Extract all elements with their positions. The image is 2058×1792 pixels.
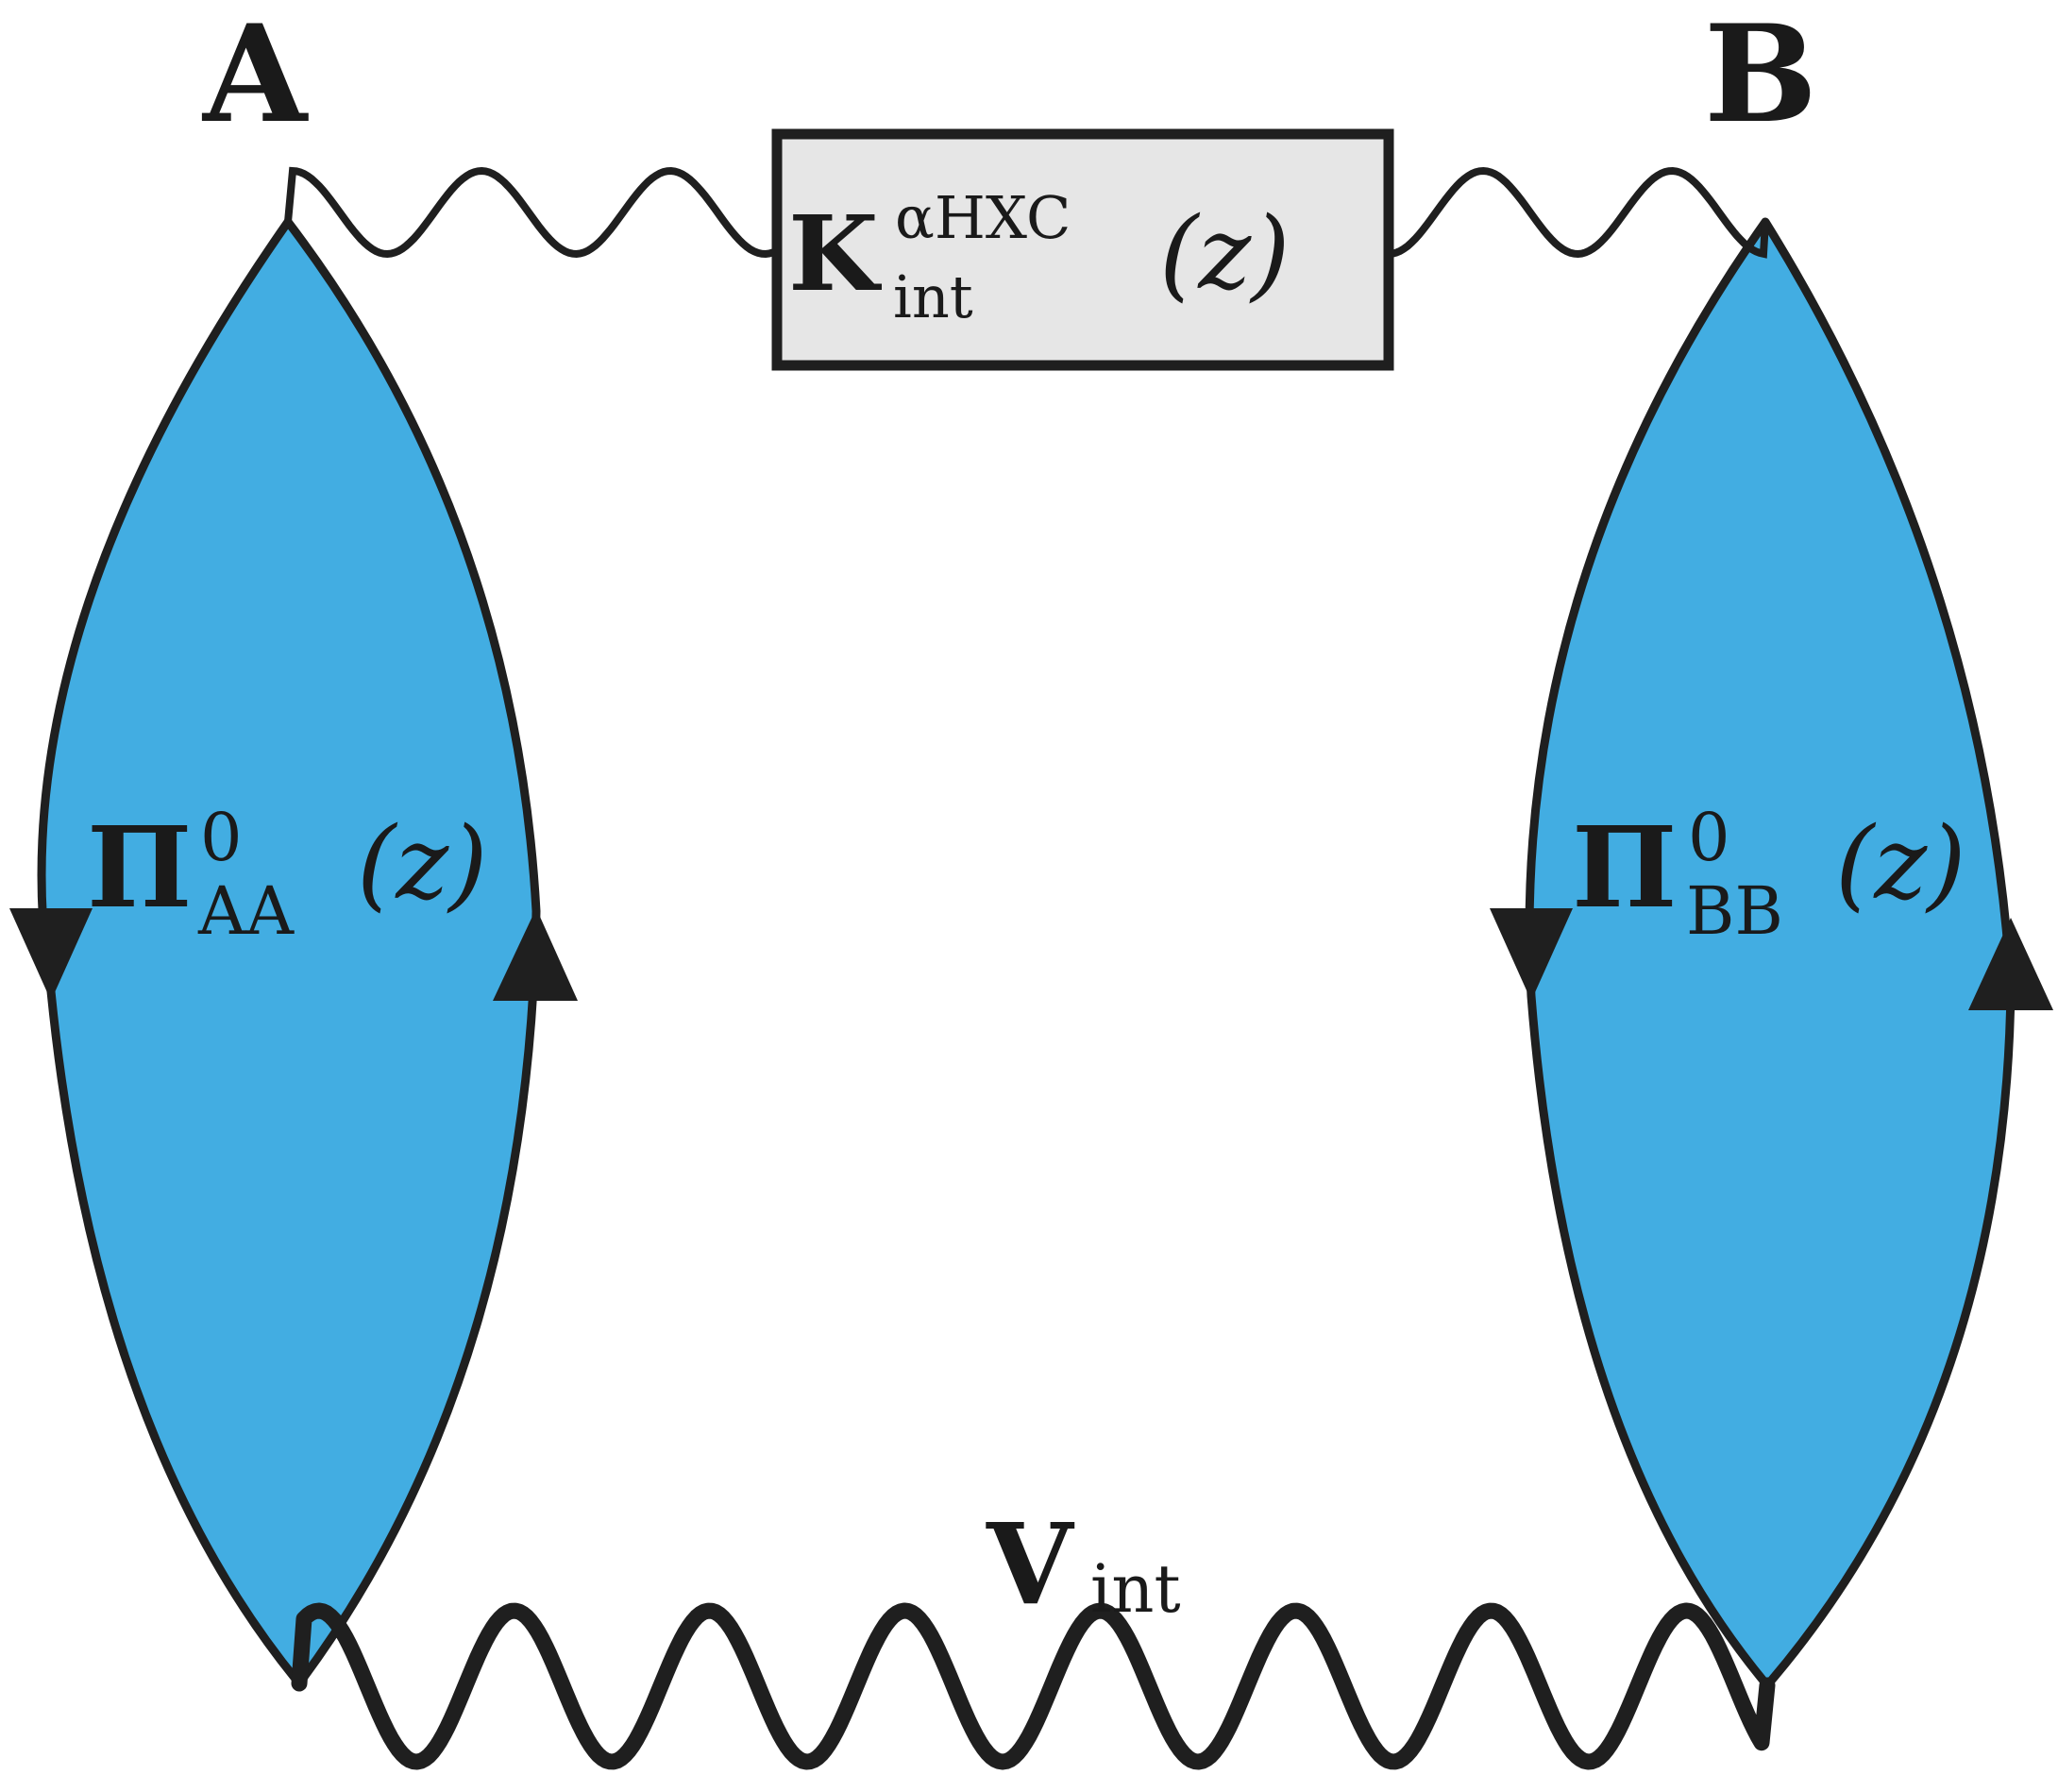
kernel-argument: (z) bbox=[1159, 195, 1290, 312]
bubble-b-subscript: BB bbox=[1686, 872, 1783, 950]
arrow-down-icon bbox=[9, 908, 93, 1001]
kernel-symbol: K bbox=[788, 193, 879, 314]
bubble-a-argument: (z) bbox=[357, 805, 488, 921]
vertex-label-a: A bbox=[203, 0, 308, 153]
arrow-up-icon bbox=[493, 908, 578, 1001]
bubble-b-symbol: Π bbox=[1572, 802, 1678, 933]
kernel-subscript: int bbox=[893, 262, 973, 331]
kernel-wavy-line-right bbox=[1385, 166, 1769, 259]
kernel-box bbox=[771, 128, 1394, 371]
vertex-label-b: B bbox=[1704, 0, 1818, 153]
bubble-b bbox=[1525, 217, 2016, 1690]
kernel-wavy-line-left bbox=[284, 166, 781, 259]
kernel-superscript: αHXC bbox=[895, 183, 1071, 252]
arrow-up-icon bbox=[1968, 918, 2053, 1010]
bubble-a-subscript: AA bbox=[198, 872, 295, 950]
arrow-down-icon bbox=[1490, 908, 1573, 1001]
interaction-symbol: V bbox=[987, 1498, 1073, 1630]
bubble-a bbox=[37, 217, 541, 1688]
interaction-subscript: int bbox=[1090, 1550, 1181, 1628]
bubble-b-superscript: 0 bbox=[1688, 799, 1730, 876]
bubble-a-symbol: Π bbox=[87, 802, 193, 933]
bubble-a-superscript: 0 bbox=[200, 799, 243, 876]
interaction-wavy-line bbox=[291, 1602, 1776, 1770]
bubble-b-argument: (z) bbox=[1835, 805, 1966, 921]
